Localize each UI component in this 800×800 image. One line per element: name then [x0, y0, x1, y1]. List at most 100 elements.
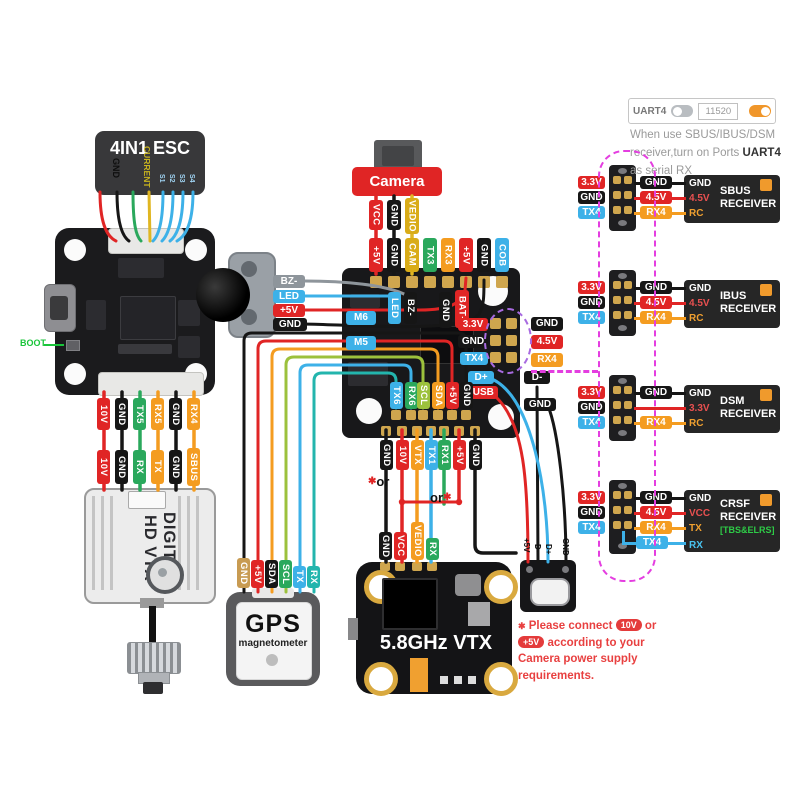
note-line-2: receiver,turn on Ports UART4: [630, 144, 800, 162]
receiver-name-line2: RECEIVER: [720, 303, 777, 315]
connector-screw: [618, 543, 627, 549]
receiver-protocol-tag: [TBS&ELRS]: [720, 525, 775, 535]
fc-capacitors: [118, 344, 172, 354]
rx-pin-rc: RC: [689, 418, 704, 429]
rx-pin-45v: 4.5V: [689, 193, 710, 204]
fc-pad-rx3: RX3: [441, 238, 455, 272]
or-text: or: [430, 490, 443, 505]
usbc-receptacle[interactable]: [530, 578, 570, 606]
ibus-receiver-group: 3.3V GND TX4 GND 4.5V RX4 GND 4.5V RC IB…: [578, 269, 800, 369]
fc-tx4-label: TX4: [460, 352, 488, 365]
fc-uart4-pads: [490, 318, 501, 329]
receiver-antenna-pad: [760, 179, 772, 191]
vtx58-side-tab: [348, 618, 358, 640]
camera-wire-video: VEDIO: [405, 198, 419, 234]
hdvtx-pin-sbus: SBUS: [187, 448, 200, 486]
hdvtx-pin-10v: 10V: [97, 450, 110, 484]
fc-gnd-label: GND: [458, 335, 488, 348]
dsm-receiver: GND 3.3V RC DSM RECEIVER: [684, 385, 780, 433]
wire-gnd-label: GND: [469, 440, 482, 470]
receiver-name-line1: IBUS: [720, 290, 747, 302]
rx-pin-rc: RC: [689, 208, 704, 219]
vtx58-antenna-conn: [410, 658, 428, 692]
fc-mcu-chip: [120, 296, 176, 340]
crsf-receiver: GND VCC TX RX CRSF RECEIVER [TBS&ELRS]: [684, 490, 780, 552]
cam-note-text-a: Please connect: [528, 620, 613, 632]
receiver-name-line2: RECEIVER: [720, 511, 777, 523]
receiver-name-line1: DSM: [720, 395, 745, 407]
ibus-receiver: GND 4.5V RC IBUS RECEIVER: [684, 280, 780, 328]
cam-note-line-4: requirements.: [518, 669, 595, 682]
usbc-pin-dp: D+: [544, 544, 553, 555]
uart4-baud-field[interactable]: 11520: [698, 102, 739, 120]
crsf-receiver-group: 3.3V GND TX4 GND 4.5V RX4 TX4 GND VCC TX…: [578, 479, 800, 589]
buzzer-pin-5v: +5V: [273, 304, 305, 317]
badge-10v: 10V: [615, 619, 642, 631]
connector-screw: [618, 325, 627, 331]
fc-pad-cob: COB: [495, 238, 509, 272]
receiver-name-line1: CRSF: [720, 498, 750, 510]
gps-pin-rx: RX: [307, 566, 320, 588]
fc-chip: [178, 300, 200, 326]
mount-hole: [64, 239, 86, 261]
buzzer-mount-hole: [241, 309, 257, 325]
vtx58-pin-video: VEDIO: [411, 522, 424, 560]
fc-chip: [118, 258, 164, 278]
or-text: or: [376, 474, 390, 489]
sbus-receiver: GND 4.5V RC SBUS RECEIVER: [684, 175, 780, 223]
hd-vtx-connector: [128, 491, 166, 509]
connector-screw: [618, 220, 627, 226]
fc-pad-gnd: GND: [387, 238, 401, 272]
rx-pin-45v: 4.5V: [689, 298, 710, 309]
connector-pads: [613, 491, 621, 499]
mount-hole: [185, 239, 207, 261]
hdvtx-pin-rx: RX: [133, 450, 146, 484]
gps-pin-5v: +5V: [251, 560, 264, 588]
receiver-name-line1: SBUS: [720, 185, 751, 197]
gps-connector-tab: [252, 588, 294, 598]
fc-scl-label: SCL: [417, 382, 430, 409]
33v-wire: [634, 407, 686, 410]
sbus-receiver-group: 3.3V GND TX4 GND 4.5V RX4 GND 4.5V RC SB…: [578, 164, 800, 264]
pin-gnd: GND: [115, 398, 128, 430]
esc-gnd-label: GND: [111, 158, 121, 178]
boot-label: BOOT: [20, 338, 46, 348]
usbc-pin-5v: +5V: [522, 538, 531, 553]
receiver-antenna-pad: [760, 494, 772, 506]
wire-label-45v: 4.5V: [640, 296, 672, 309]
wire-label-rx4: RX4: [640, 521, 672, 534]
buzzer-pin-led: LED: [273, 290, 305, 303]
vtx58-pin-vcc: VCC: [394, 532, 407, 560]
fc-pad-gnd: GND: [477, 238, 491, 272]
rx-pin-gnd: GND: [689, 493, 712, 504]
uart4-toggle-off[interactable]: [671, 105, 694, 117]
vtx58-component: [455, 574, 481, 596]
fc-bz-label: BZ-: [404, 292, 417, 324]
toggle-knob: [760, 106, 770, 116]
vtx58-hole: [484, 662, 518, 696]
uart4-toggle-on[interactable]: [749, 105, 771, 117]
toggle-knob: [672, 106, 682, 116]
fc-gnd-label: GND: [460, 382, 473, 409]
receiver-name-line2: RECEIVER: [720, 198, 777, 210]
boot-pointer-line: [44, 344, 64, 346]
fc-pin-tx4: TX4: [578, 311, 605, 324]
vtx58-hole: [484, 570, 518, 604]
rx-pin-tx: TX: [689, 523, 702, 534]
receiver-name: CRSF RECEIVER [TBS&ELRS]: [720, 498, 776, 537]
vtx58-pin-gnd: GND: [379, 532, 392, 560]
boot-button[interactable]: [66, 340, 80, 351]
fc-top-pads: [370, 276, 382, 288]
connector-screw: [618, 168, 627, 174]
or-label-1: ✱or: [368, 474, 389, 489]
fc-33v-label: 3.3V: [458, 318, 488, 331]
pin-tx5: TX5: [133, 398, 146, 430]
fc-pad-5v: +5V: [369, 238, 383, 272]
uart4-rx4-label: RX4: [531, 353, 563, 367]
vtx58-hole: [364, 662, 398, 696]
antenna-connector-tip: [143, 682, 163, 694]
pin-gnd: GND: [169, 398, 182, 430]
receiver-name-line2: RECEIVER: [720, 408, 777, 420]
wire-10v-label: 10V: [396, 440, 409, 470]
wire-gnd-label: GND: [380, 440, 393, 470]
